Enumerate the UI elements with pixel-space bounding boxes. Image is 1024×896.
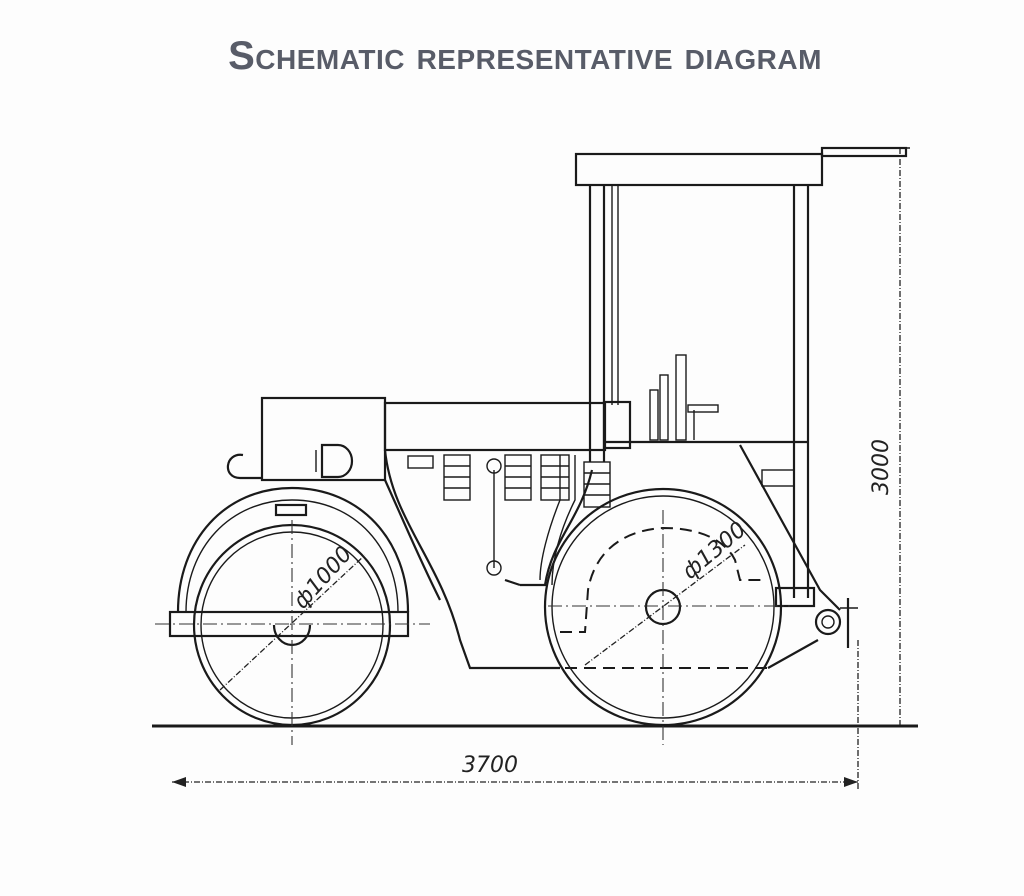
length-label: 3700: [462, 753, 518, 778]
diagram-title: Schematic representative diagram: [228, 34, 822, 78]
tow-hook-icon: [226, 453, 262, 480]
engine-hood: [260, 396, 808, 482]
control-levers: [602, 354, 719, 450]
front-roller: [155, 486, 430, 745]
height-dimension: [890, 147, 910, 727]
rear-tow-eye: [814, 598, 858, 648]
height-label: 3000: [869, 439, 894, 495]
front-roller-diameter-label: ф1000: [289, 542, 358, 614]
length-dimension: [172, 640, 859, 790]
rear-wheel-diameter-label: ф1300: [678, 517, 751, 584]
frame-body: [383, 449, 560, 670]
radiator-grilles: [407, 454, 611, 576]
rear-wheel: [543, 487, 790, 745]
headlamp: [315, 443, 354, 479]
